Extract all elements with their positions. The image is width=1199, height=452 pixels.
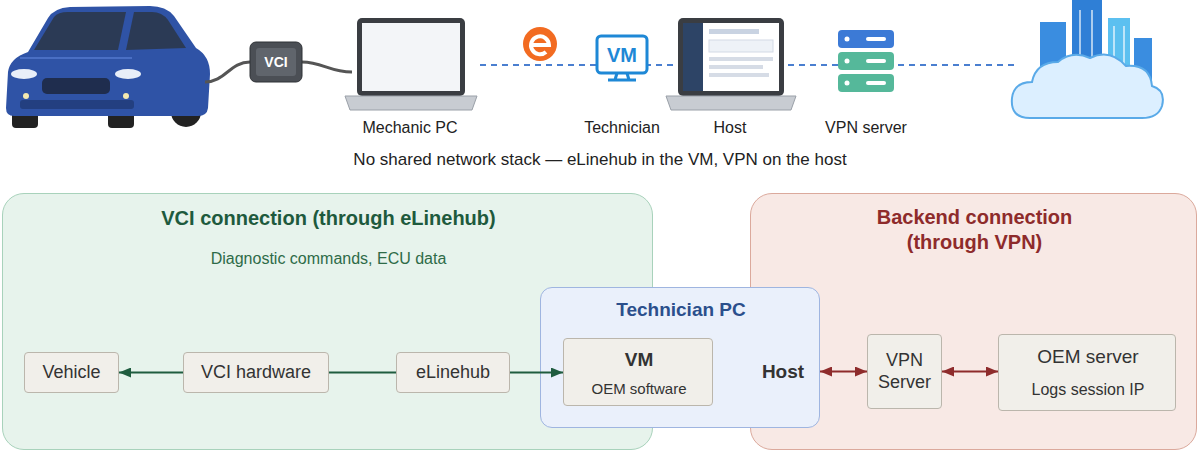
vm-monitor xyxy=(597,36,647,73)
laptop-screen xyxy=(362,23,460,91)
app-row xyxy=(709,57,773,61)
server-unit xyxy=(838,74,894,92)
server-unit xyxy=(838,52,894,70)
node-title: Vehicle xyxy=(42,362,100,384)
car-headlight xyxy=(11,69,37,79)
vci-device xyxy=(250,42,302,82)
app-row xyxy=(709,29,759,34)
server-led xyxy=(845,59,850,64)
node-subtext: Logs session IP xyxy=(999,380,1177,400)
icon-label: VM xyxy=(607,43,637,67)
laptop-icon xyxy=(666,18,796,110)
server-led xyxy=(845,81,850,86)
node-title: eLinehub xyxy=(416,362,490,384)
server-slot xyxy=(866,59,886,63)
process-box: VM OEM software xyxy=(563,338,713,406)
app-panel xyxy=(709,40,773,52)
process-box: OEM serverLogs session IP xyxy=(998,334,1176,411)
laptop-base xyxy=(666,96,796,110)
car-bumper xyxy=(20,100,134,109)
node-title: Backend connection (through VPN) xyxy=(844,205,1105,255)
node-subtext: Diagnostic commands, ECU data xyxy=(3,249,654,269)
icon-label: Technician xyxy=(584,118,660,137)
car-window xyxy=(126,12,186,50)
device-label: VCI xyxy=(264,54,287,71)
laptop-screen xyxy=(683,23,779,91)
server-slot xyxy=(866,37,886,41)
process-box: eLinehub xyxy=(396,352,510,393)
vm-icon xyxy=(597,36,647,80)
process-box: VPN Server xyxy=(867,334,942,409)
app-row xyxy=(709,73,769,77)
caption: No shared network stack — eLinehub in th… xyxy=(353,150,846,170)
elinehub-logo xyxy=(523,27,557,61)
node-title: OEM server xyxy=(999,345,1177,369)
node-subtext: OEM software xyxy=(564,379,714,398)
vm-stand xyxy=(608,73,636,80)
car-illustration xyxy=(6,6,210,128)
laptop-icon xyxy=(345,18,477,110)
vci-device-face xyxy=(256,48,296,76)
node-title: VPN Server xyxy=(868,350,941,394)
car-grille xyxy=(42,78,110,94)
node-title: VM xyxy=(564,348,714,372)
car-body xyxy=(6,6,210,116)
node-subtext: Host xyxy=(753,360,813,384)
process-box: Vehicle xyxy=(24,352,119,393)
node-title: Technician PC xyxy=(541,298,821,322)
laptop-screen-frame xyxy=(678,18,784,96)
app-row xyxy=(709,65,763,69)
server-slot xyxy=(866,81,886,85)
server-unit xyxy=(838,30,894,48)
icon-label: Mechanic PC xyxy=(362,118,457,137)
node-title: VCI connection (through eLinehub) xyxy=(3,206,654,231)
computer-box: Technician PC Host VM OEM software xyxy=(540,287,820,428)
cable xyxy=(205,62,250,82)
car-foglight xyxy=(23,93,29,99)
cloud xyxy=(1012,54,1163,118)
cable xyxy=(302,62,352,72)
process-box: VCI hardware xyxy=(183,352,329,393)
elinehub-logo-mark xyxy=(531,36,549,54)
icon-label: Host xyxy=(714,118,747,137)
car-hood-line xyxy=(20,57,132,59)
server-led xyxy=(845,37,850,42)
node-title: VCI hardware xyxy=(201,362,311,384)
cloud-icon xyxy=(1012,0,1163,118)
laptop-screen-frame xyxy=(357,18,465,96)
app-sidebar xyxy=(683,23,703,91)
server-icon xyxy=(838,30,894,92)
car-windshield xyxy=(34,12,126,50)
car-foglight xyxy=(123,93,129,99)
laptop-base xyxy=(345,96,477,110)
car-headlight xyxy=(115,69,141,79)
icon-label: VPN server xyxy=(825,118,907,137)
